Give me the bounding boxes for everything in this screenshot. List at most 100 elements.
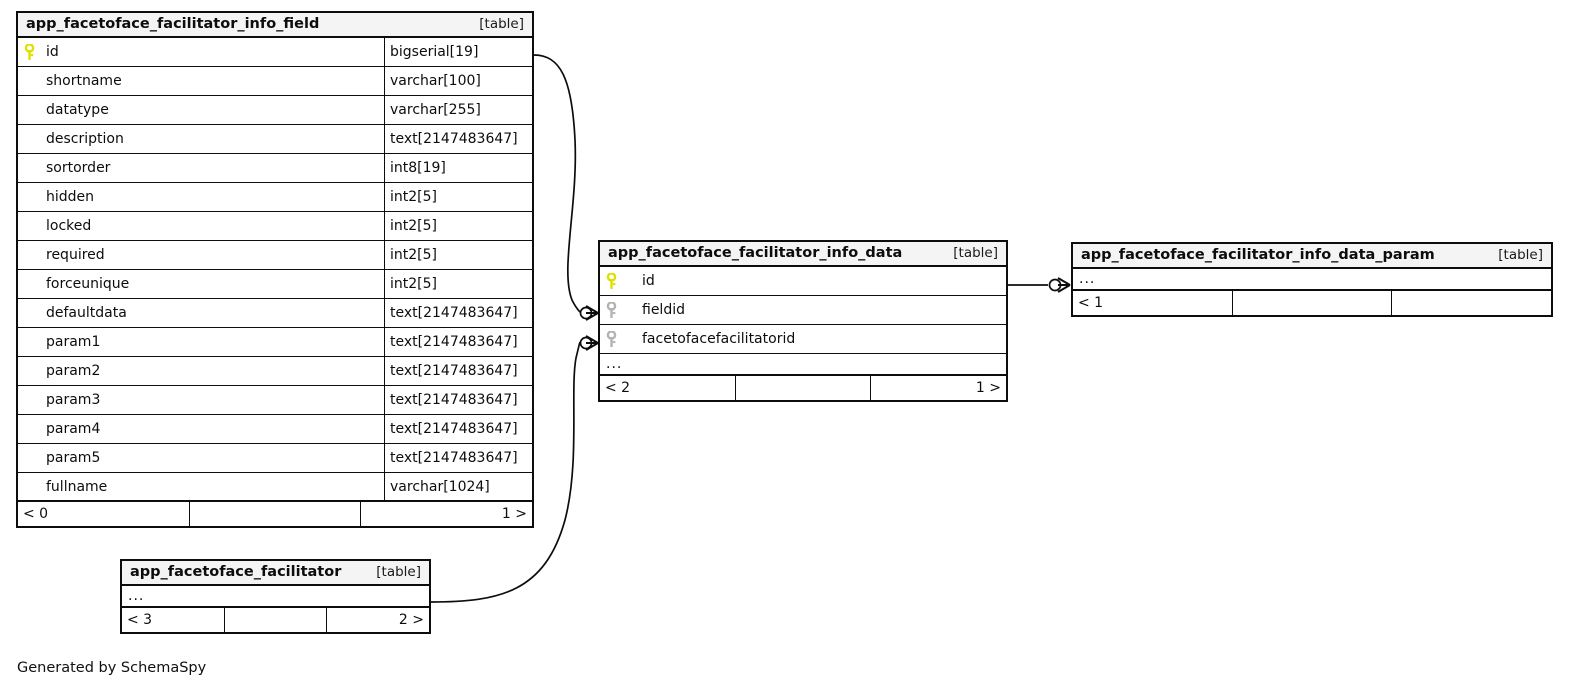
column-name: locked: [46, 218, 92, 234]
table-row[interactable]: param1 text[2147483647]: [18, 328, 532, 357]
table-header: app_facetoface_facilitator_info_data_par…: [1073, 244, 1551, 269]
footer-middle: [734, 376, 871, 400]
column-type: varchar[1024]: [384, 473, 532, 500]
column-type: text[2147483647]: [384, 125, 532, 153]
key-slot-empty: [18, 444, 40, 472]
column-name: param3: [46, 392, 101, 408]
generated-by-caption: Generated by SchemaSpy: [17, 660, 207, 676]
table-footer: < 3 2 >: [122, 608, 429, 632]
table-row[interactable]: id: [600, 267, 1006, 296]
column-name: param5: [46, 450, 101, 466]
footer-middle: [223, 608, 327, 632]
table-row[interactable]: param4 text[2147483647]: [18, 415, 532, 444]
table-row[interactable]: param5 text[2147483647]: [18, 444, 532, 473]
table-title: app_facetoface_facilitator_info_data_par…: [1081, 247, 1435, 263]
column-name: hidden: [46, 189, 95, 205]
column-type: text[2147483647]: [384, 386, 532, 414]
key-slot-empty: [18, 67, 40, 95]
table-app-facetoface-facilitator[interactable]: app_facetoface_facilitator [table] ... <…: [120, 559, 431, 634]
key-slot-empty: [18, 96, 40, 124]
table-type-tag: [table]: [953, 245, 998, 261]
column-name: param2: [46, 363, 101, 379]
table-row[interactable]: description text[2147483647]: [18, 125, 532, 154]
table-row[interactable]: fullname varchar[1024]: [18, 473, 532, 502]
table-row[interactable]: locked int2[5]: [18, 212, 532, 241]
column-type: text[2147483647]: [384, 328, 532, 356]
table-footer: < 2 1 >: [600, 376, 1006, 400]
table-header: app_facetoface_facilitator [table]: [122, 561, 429, 586]
column-name: id: [642, 273, 655, 289]
column-name: sortorder: [46, 160, 111, 176]
key-icon-primary: [18, 38, 40, 66]
column-name: datatype: [46, 102, 109, 118]
column-name: forceunique: [46, 276, 130, 292]
key-slot-empty: [18, 125, 40, 153]
table-header: app_facetoface_facilitator_info_data [ta…: [600, 242, 1006, 267]
table-row[interactable]: shortname varchar[100]: [18, 67, 532, 96]
column-type: int2[5]: [384, 270, 532, 298]
table-row[interactable]: forceunique int2[5]: [18, 270, 532, 299]
footer-child-count[interactable]: 1 >: [360, 502, 532, 526]
more-columns-indicator: ...: [1073, 269, 1551, 291]
table-row[interactable]: fieldid: [600, 296, 1006, 325]
table-type-tag: [table]: [479, 16, 524, 32]
key-icon-foreign: [600, 296, 622, 324]
column-type: bigserial[19]: [384, 38, 532, 66]
table-row[interactable]: sortorder int8[19]: [18, 154, 532, 183]
column-type: int2[5]: [384, 183, 532, 211]
key-slot-empty: [18, 386, 40, 414]
table-row[interactable]: id bigserial[19]: [18, 38, 532, 67]
table-row[interactable]: defaultdata text[2147483647]: [18, 299, 532, 328]
footer-parent-count[interactable]: < 1: [1078, 295, 1104, 311]
key-slot-empty: [18, 357, 40, 385]
key-slot-empty: [18, 183, 40, 211]
key-slot-empty: [18, 154, 40, 182]
table-app-facetoface-facilitator-info-field[interactable]: app_facetoface_facilitator_info_field [t…: [16, 11, 534, 528]
table-row[interactable]: param2 text[2147483647]: [18, 357, 532, 386]
table-header: app_facetoface_facilitator_info_field [t…: [18, 13, 532, 38]
footer-parent-count[interactable]: < 0: [23, 506, 49, 522]
table-title: app_facetoface_facilitator: [130, 564, 342, 580]
edge-info-field-to-info-data: [533, 54, 599, 321]
table-row[interactable]: datatype varchar[255]: [18, 96, 532, 125]
column-type: text[2147483647]: [384, 444, 532, 472]
key-slot-empty: [18, 241, 40, 269]
column-name: id: [46, 44, 59, 60]
column-type: text[2147483647]: [384, 299, 532, 327]
footer-middle: [1231, 291, 1392, 315]
column-type: text[2147483647]: [384, 415, 532, 443]
table-row[interactable]: hidden int2[5]: [18, 183, 532, 212]
column-name: shortname: [46, 73, 122, 89]
column-name: required: [46, 247, 105, 263]
table-footer: < 0 1 >: [18, 502, 532, 526]
key-icon-foreign: [600, 325, 622, 353]
column-type: varchar[255]: [384, 96, 532, 124]
footer-child-count[interactable]: 2 >: [326, 608, 429, 632]
key-slot-empty: [18, 328, 40, 356]
column-type: int2[5]: [384, 241, 532, 269]
column-type: varchar[100]: [384, 67, 532, 95]
table-row[interactable]: facetofacefacilitatorid: [600, 325, 1006, 354]
table-app-facetoface-facilitator-info-data-param[interactable]: app_facetoface_facilitator_info_data_par…: [1071, 242, 1553, 317]
table-app-facetoface-facilitator-info-data[interactable]: app_facetoface_facilitator_info_data [ta…: [598, 240, 1008, 402]
key-slot-empty: [18, 299, 40, 327]
column-type: text[2147483647]: [384, 357, 532, 385]
footer-middle: [188, 502, 361, 526]
table-title: app_facetoface_facilitator_info_field: [26, 16, 320, 32]
column-name: description: [46, 131, 124, 147]
footer-child-count[interactable]: 1 >: [870, 376, 1006, 400]
key-slot-empty: [18, 270, 40, 298]
table-row[interactable]: required int2[5]: [18, 241, 532, 270]
footer-parent-count[interactable]: < 2: [605, 380, 631, 396]
column-name: param4: [46, 421, 101, 437]
key-slot-empty: [18, 212, 40, 240]
column-name: defaultdata: [46, 305, 127, 321]
table-row[interactable]: param3 text[2147483647]: [18, 386, 532, 415]
column-type: int2[5]: [384, 212, 532, 240]
column-name: facetofacefacilitatorid: [642, 331, 796, 347]
column-name: fieldid: [642, 302, 685, 318]
footer-parent-count[interactable]: < 3: [127, 612, 153, 628]
more-columns-indicator: ...: [600, 354, 1006, 376]
more-columns-indicator: ...: [122, 586, 429, 608]
